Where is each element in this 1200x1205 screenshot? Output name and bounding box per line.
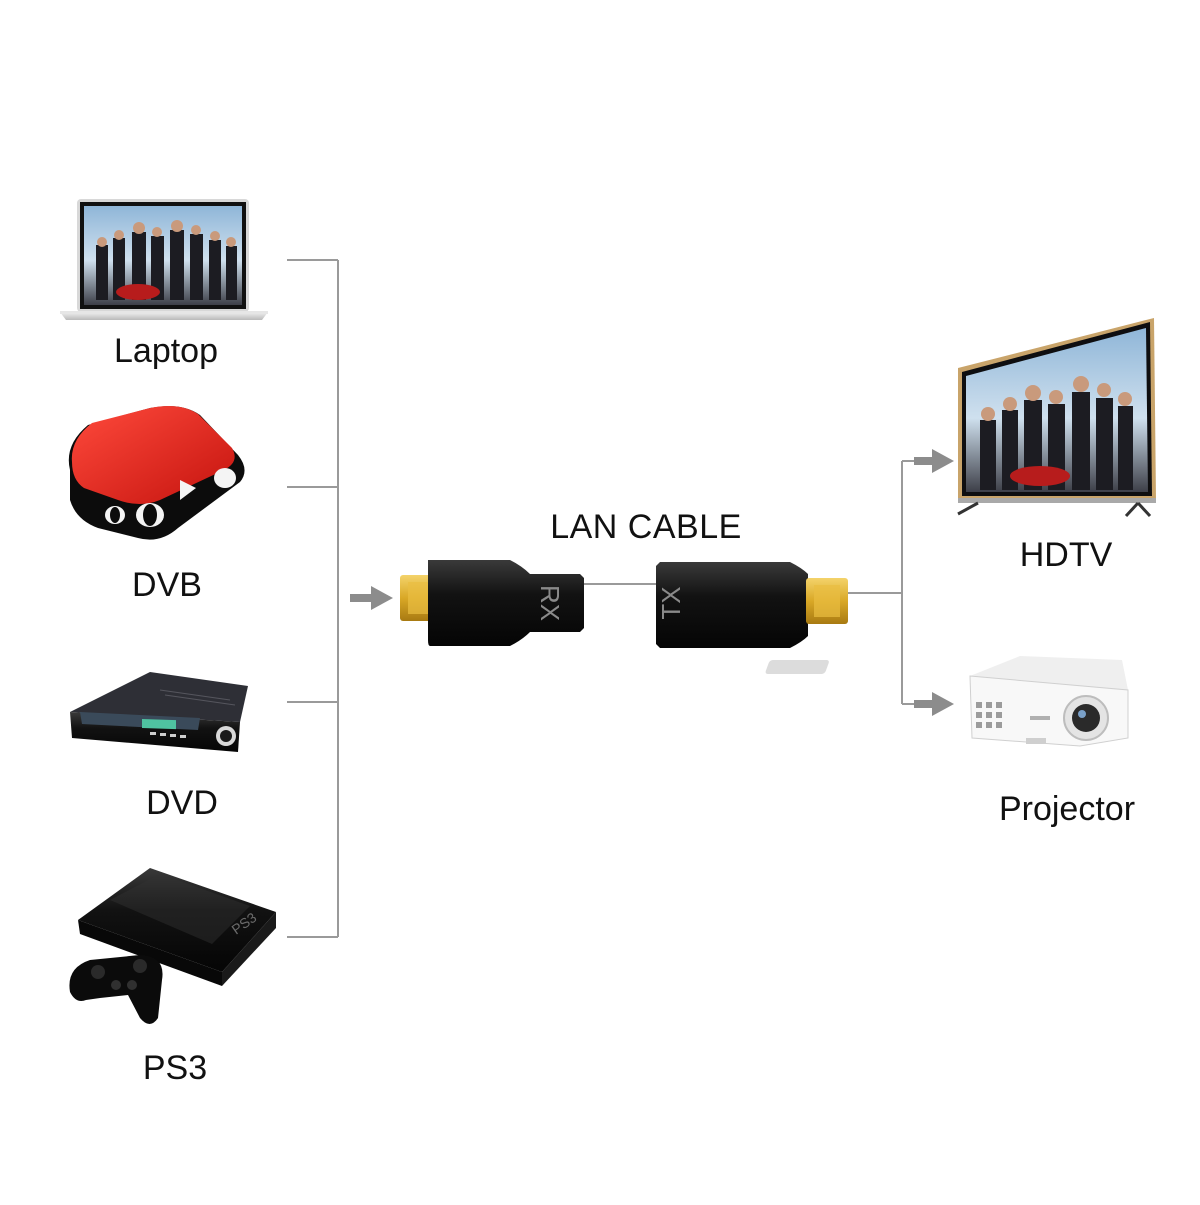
source-label-laptop: Laptop <box>114 332 218 370</box>
source-label-dvb: DVB <box>132 566 202 604</box>
output-label-projector: Projector <box>998 790 1136 828</box>
dvd-player-icon <box>70 672 248 752</box>
rx-adapter: RX <box>400 560 584 646</box>
source-connector-lines <box>287 259 339 938</box>
set-top-box-icon <box>68 406 245 540</box>
game-console-icon: PS3 <box>69 868 276 1024</box>
output-connector-lines <box>848 460 916 705</box>
source-label-ps3: PS3 <box>142 1049 208 1087</box>
lan-cable-label: LAN CABLE <box>550 508 742 546</box>
projector-icon <box>765 656 1129 747</box>
rx-marking: RX <box>535 585 565 621</box>
tx-marking: TX <box>656 586 686 619</box>
source-label-dvd: DVD <box>146 784 218 822</box>
output-arrow-projector <box>914 692 954 716</box>
tv-icon <box>957 318 1156 518</box>
input-arrow <box>350 586 393 610</box>
tx-adapter: TX <box>656 562 848 648</box>
laptop-icon <box>60 199 268 320</box>
output-arrow-hdtv <box>914 449 954 473</box>
output-label-hdtv: HDTV <box>1019 536 1113 574</box>
